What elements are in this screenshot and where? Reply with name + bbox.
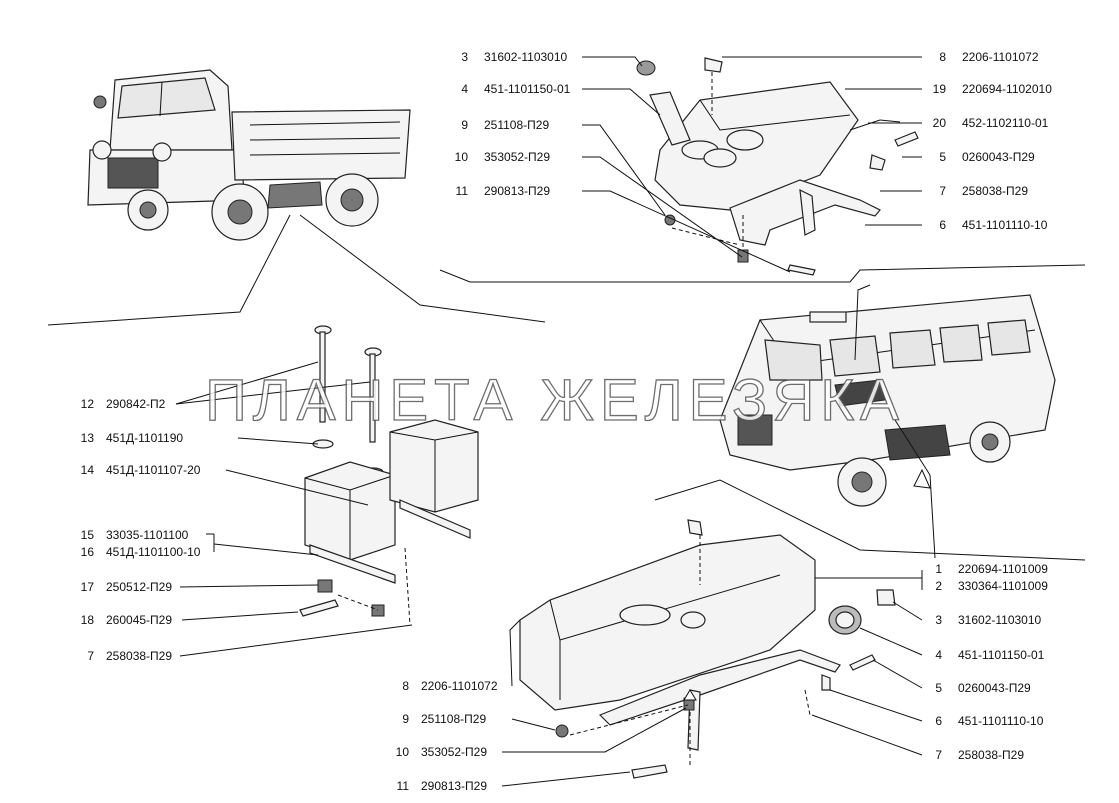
- callout-part-code: 451Д-1101190: [106, 431, 183, 445]
- callout-number: 10: [396, 745, 410, 759]
- callout-number: 2: [935, 579, 942, 593]
- callout-part-code: 0260043-П29: [962, 150, 1035, 164]
- callout-number: 4: [935, 648, 942, 662]
- van-separator-line: [654, 479, 1086, 561]
- callout-number: 5: [935, 681, 942, 695]
- callout-part-code: 452-1102110-01: [962, 116, 1049, 130]
- callout-number: 18: [81, 613, 95, 627]
- callout-part-code: 31602-1103010: [484, 50, 568, 64]
- callout-part-code: 353052-П29: [484, 150, 550, 164]
- callout-number: 5: [939, 150, 946, 164]
- callout-part-code: 353052-П29: [421, 745, 487, 759]
- callout-part-code: 258038-П29: [106, 649, 172, 663]
- up-arrow-icon: [683, 689, 697, 701]
- upper-fuel-tank-illustration: [636, 57, 919, 276]
- callout-number: 7: [935, 748, 942, 762]
- van-illustration: [719, 284, 1056, 559]
- lower-fuel-tank-illustration: [519, 519, 896, 779]
- callout-number: 8: [939, 50, 946, 64]
- callout-part-code: 451Д-1101100-10: [106, 545, 201, 559]
- watermark-text: ПЛАНЕТА ЖЕЛЕЗЯКА: [205, 368, 905, 433]
- callout-part-code: 2206-1101072: [421, 679, 498, 693]
- upper-tank-leader-lines: [582, 56, 922, 273]
- callout-number: 7: [939, 184, 946, 198]
- callout-part-code: 451-1101110-10: [958, 714, 1044, 728]
- callout-number: 6: [935, 714, 942, 728]
- callout-part-code: 33035-1101100: [106, 528, 189, 542]
- callout-part-code: 251108-П29: [484, 118, 549, 132]
- callout-part-code: 220694-1102010: [962, 82, 1052, 96]
- callout-part-code: 258038-П29: [958, 748, 1024, 762]
- callout-part-code: 260045-П29: [106, 613, 172, 627]
- callout-part-code: 451Д-1101107-20: [106, 463, 201, 477]
- callout-part-code: 451-1101110-10: [962, 218, 1048, 232]
- callout-number: 9: [402, 712, 409, 726]
- callout-number: 10: [455, 150, 469, 164]
- callout-part-code: 330364-1101009: [958, 579, 1048, 593]
- lower-tank-leader-lines: [501, 570, 923, 787]
- callout-number: 16: [81, 545, 95, 559]
- callout-number: 17: [81, 580, 95, 594]
- callout-number: 3: [461, 50, 468, 64]
- truck-leader-line: [47, 214, 291, 326]
- truck-leader-line-2: [299, 214, 546, 323]
- callout-part-code: 451-1101150-01: [958, 648, 1045, 662]
- callout-labels: 3 31602-1103010 4 451-1101150-01 9 251108-П29…: [81, 50, 1053, 793]
- arrow-icon: [913, 468, 931, 489]
- callout-part-code: 2206-1101072: [962, 50, 1039, 64]
- callout-number: 19: [933, 82, 947, 96]
- flatbed-truck-illustration: [87, 69, 411, 241]
- callout-number: 4: [461, 82, 468, 96]
- callout-number: 8: [402, 679, 409, 693]
- callout-number: 1: [935, 562, 942, 576]
- callout-part-code: 290813-П29: [484, 184, 550, 198]
- callout-part-code: 290813-П29: [421, 779, 487, 793]
- callout-part-code: 0260043-П29: [958, 681, 1031, 695]
- callout-number: 6: [939, 218, 946, 232]
- callout-number: 11: [456, 184, 469, 198]
- callout-number: 20: [933, 116, 947, 130]
- callout-part-code: 258038-П29: [962, 184, 1028, 198]
- mounting-parts-illustration: [299, 325, 479, 626]
- callout-number: 11: [397, 779, 410, 793]
- callout-number: 13: [81, 431, 95, 445]
- callout-part-code: 451-1101150-01: [484, 82, 571, 96]
- callout-number: 9: [461, 118, 468, 132]
- upper-tank-separator-line: [439, 264, 1086, 283]
- callout-number: 3: [935, 613, 942, 627]
- callout-part-code: 290842-П2: [106, 397, 166, 411]
- callout-part-code: 31602-1103010: [958, 613, 1042, 627]
- callout-part-code: 220694-1101009: [958, 562, 1048, 576]
- callout-part-code: 251108-П29: [421, 712, 486, 726]
- callout-number: 15: [81, 528, 95, 542]
- callout-number: 12: [81, 397, 95, 411]
- mount-leader-lines: [175, 361, 413, 657]
- callout-part-code: 250512-П29: [106, 580, 172, 594]
- callout-number: 14: [81, 463, 95, 477]
- callout-number: 7: [87, 649, 94, 663]
